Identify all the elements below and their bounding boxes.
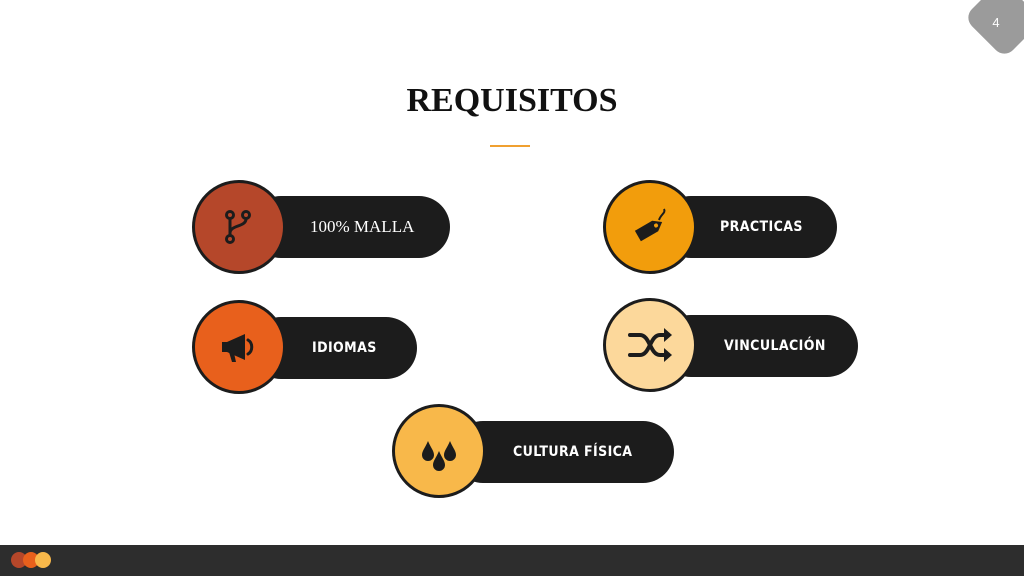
page-number: 4 xyxy=(992,15,1000,30)
shuffle-icon xyxy=(628,328,672,362)
tag-icon xyxy=(634,208,666,242)
requirement-cultura-bar: CULTURA FÍSICA xyxy=(452,421,674,483)
requirement-malla-circle xyxy=(192,180,286,274)
requirement-cultura-circle xyxy=(392,404,486,498)
requirement-practicas-circle xyxy=(603,180,697,274)
megaphone-icon xyxy=(222,334,254,362)
git-fork-icon xyxy=(225,210,251,244)
requirement-label: VINCULACIÓN xyxy=(724,338,826,354)
footer-dot-3 xyxy=(35,552,51,568)
requirement-label: 100% MALLA xyxy=(310,217,415,236)
requirement-label: PRACTICAS xyxy=(720,219,803,235)
requirement-label: CULTURA FÍSICA xyxy=(513,444,633,460)
footer-bar xyxy=(0,545,1024,576)
drops-icon xyxy=(422,441,456,471)
requirement-idiomas-circle xyxy=(192,300,286,394)
title-underline xyxy=(490,145,530,147)
slide-title: REQUISITOS xyxy=(406,82,618,119)
requirement-vinculacion-circle xyxy=(603,298,697,392)
requirement-label: IDIOMAS xyxy=(312,340,377,356)
